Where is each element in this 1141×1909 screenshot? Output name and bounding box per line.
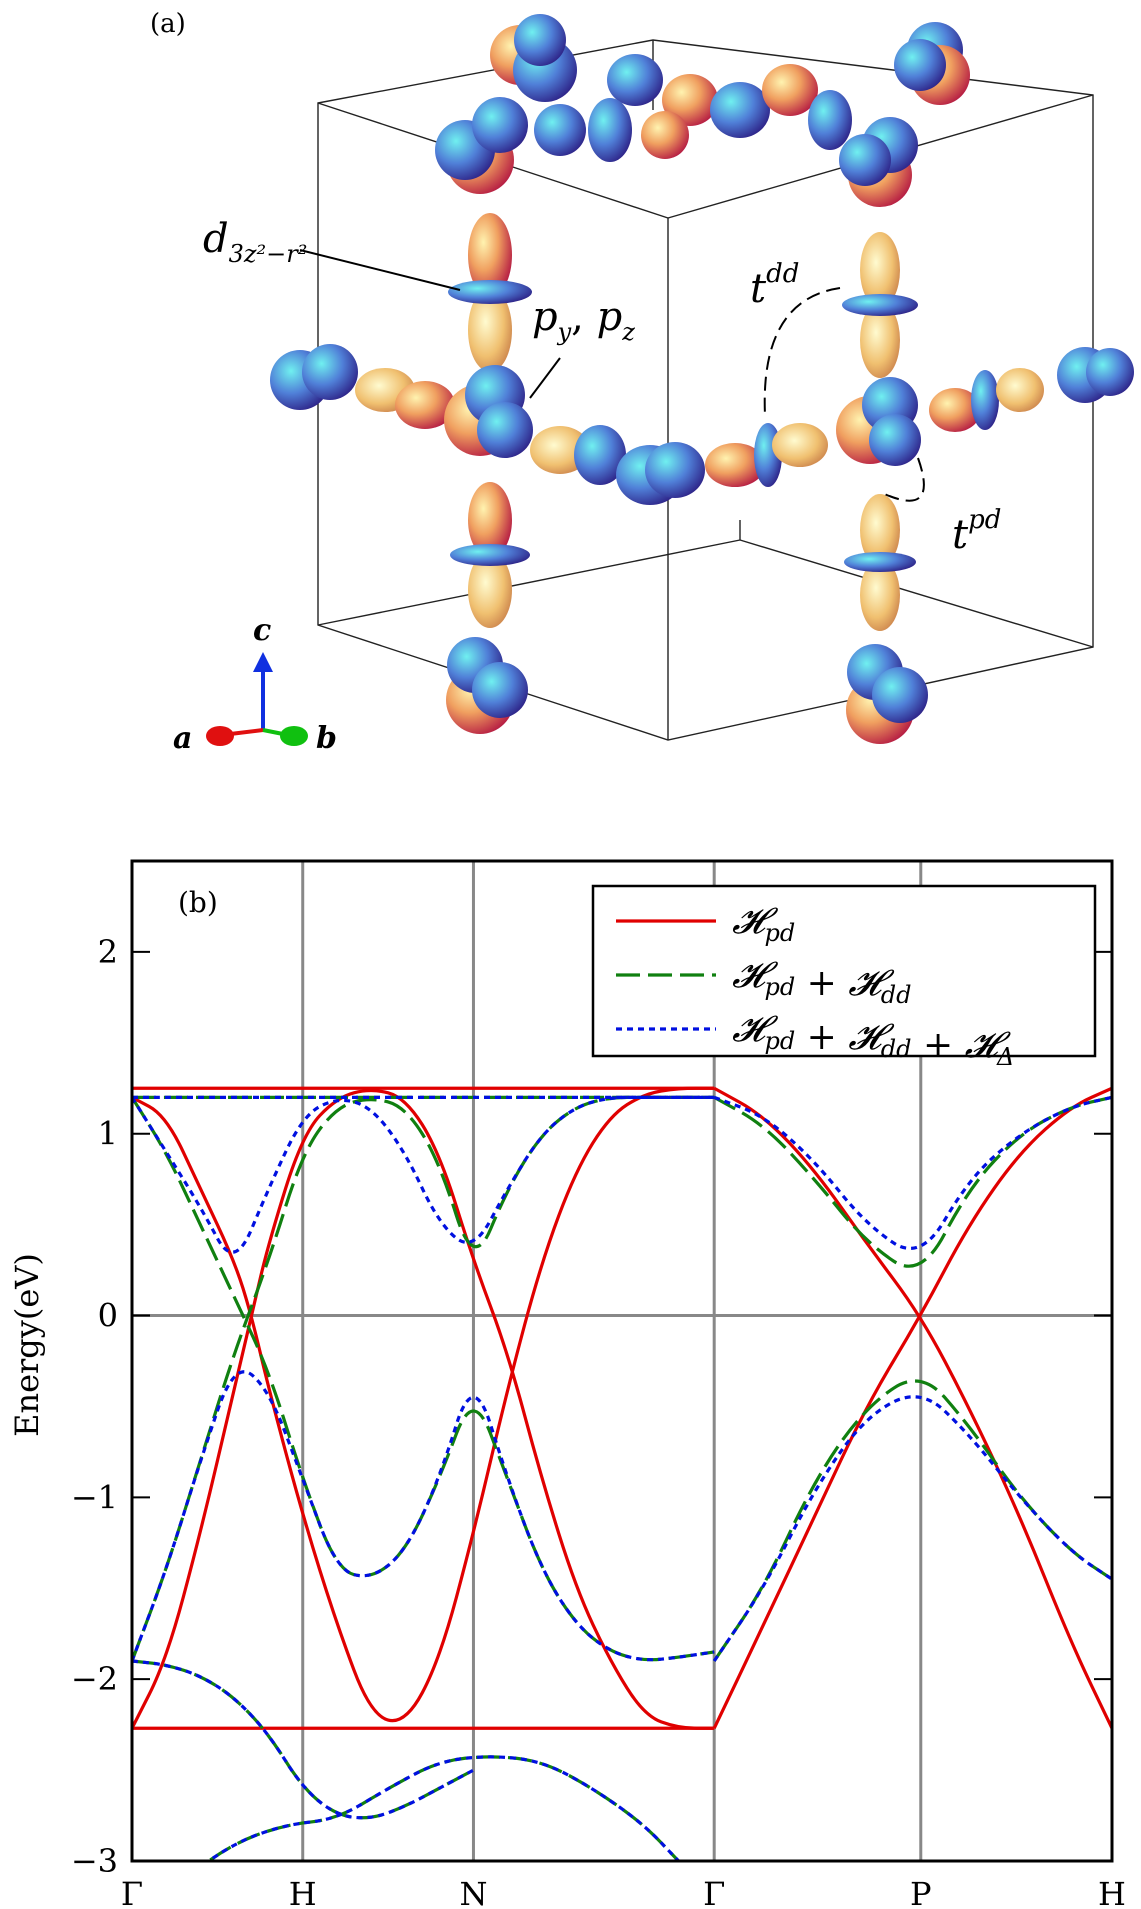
band-line — [712, 1086, 1112, 1729]
y-tick-label: −3 — [71, 1842, 118, 1880]
y-tick-label: 1 — [98, 1115, 118, 1153]
t-pd-label: tpd — [952, 505, 1001, 558]
y-axis-label: Energy(eV) — [8, 1253, 46, 1437]
x-tick-label: N — [459, 1875, 487, 1909]
band-line — [132, 1659, 475, 1820]
band-line — [132, 1095, 715, 1662]
panel-a-label: (a) — [150, 9, 186, 39]
d-orbital-leader — [299, 249, 461, 291]
y-tick-label: −2 — [71, 1660, 118, 1698]
axis-a-label: a — [173, 721, 192, 756]
plot-frame — [130, 859, 1114, 1863]
band-line — [132, 1096, 716, 1662]
unit-cell-box — [317, 39, 1094, 741]
legend-entry: 𝓗pd + 𝓗dd + 𝓗Δ — [732, 1009, 1014, 1071]
y-tick-label: 0 — [98, 1297, 118, 1335]
t-dd-label: tdd — [750, 259, 799, 312]
orbital-cluster-bottom-left — [446, 637, 528, 734]
x-tick-label: H — [1098, 1875, 1126, 1909]
band-line — [712, 1379, 1112, 1662]
t-pd-dashed-path — [879, 457, 925, 502]
band-line — [713, 1095, 1112, 1250]
d-orbital-left-upper — [448, 213, 532, 372]
panel-b-label: (b) — [178, 886, 218, 919]
legend-entry: 𝓗pd — [732, 901, 795, 947]
orbital-cluster-upper-right — [839, 117, 918, 207]
p-orbital-label: py, pz — [532, 294, 635, 346]
panel-a-illustration: (a) — [150, 9, 1134, 756]
y-ticks: −3 −2 −1 0 1 2 — [71, 933, 1112, 1880]
band-curves — [132, 1086, 1112, 1861]
d-orbital-label: d3z²−r² — [203, 216, 307, 268]
band-line — [132, 1370, 716, 1662]
orbital-chain-top — [534, 54, 852, 162]
axis-triad: c a b — [173, 613, 337, 756]
d-orbital-right-lower — [844, 494, 916, 631]
axis-c-label: c — [253, 613, 271, 648]
y-tick-label: 2 — [98, 933, 118, 971]
band-line — [206, 1755, 681, 1861]
orbital-cluster-bottom-right — [846, 644, 928, 744]
band-line — [206, 1755, 681, 1861]
orbital-cluster-top-left — [490, 14, 577, 102]
x-tick-label: H — [289, 1875, 317, 1909]
band-line — [712, 1395, 1112, 1662]
orbital-chain-middle — [270, 344, 1134, 505]
t-dd-dashed-path — [763, 287, 841, 416]
band-line — [132, 1088, 715, 1730]
x-tick-label: P — [910, 1875, 932, 1909]
d-orbital-right-upper — [842, 232, 918, 378]
orbital-cluster-upper-left — [435, 97, 528, 194]
band-line — [713, 1095, 1112, 1268]
y-tick-label: −1 — [71, 1478, 118, 1516]
x-tick-label: Γ — [121, 1875, 143, 1909]
x-tick-label: Γ — [703, 1875, 725, 1909]
orbital-cluster-top-right — [894, 22, 970, 105]
band-line — [132, 1086, 715, 1723]
d-orbital-left-lower — [450, 482, 530, 628]
band-line — [713, 1086, 1112, 1730]
axis-b-label: b — [316, 721, 337, 756]
band-line — [132, 1095, 715, 1254]
p-orbital-leader — [529, 357, 561, 399]
